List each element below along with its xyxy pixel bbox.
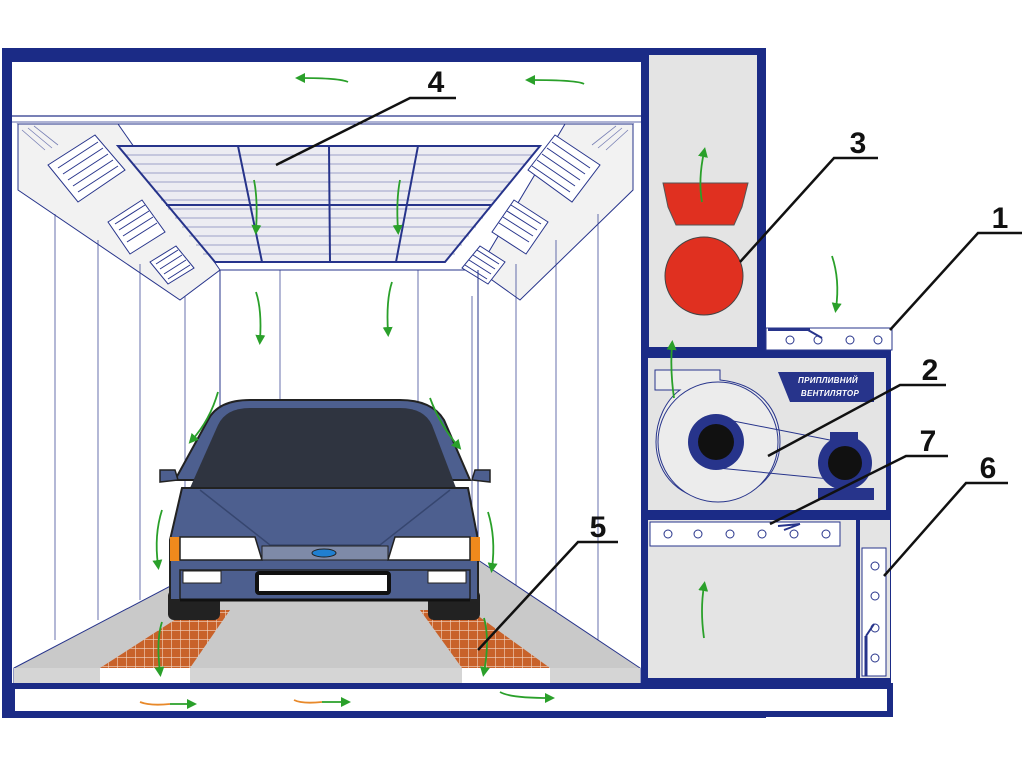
car-badge: [311, 548, 337, 558]
fan-nameplate: ПРИПЛИВНИЙ ВЕНТИЛЯТОР: [778, 372, 874, 402]
car-windshield: [190, 408, 456, 488]
callout-7: 7: [920, 425, 937, 458]
car-indicator-right: [470, 537, 480, 561]
airflow-arrow-icon: [188, 391, 219, 444]
airflow-arrow-icon: [429, 397, 462, 450]
exhaust-channel: [9, 683, 893, 717]
airflow-arrow-icon: [487, 511, 498, 573]
callout-4: 4: [428, 66, 445, 99]
fan-label-line1: ПРИПЛИВНИЙ: [798, 376, 858, 385]
airflow-arrow-icon: [499, 691, 555, 703]
airflow-arrow-icon: [382, 281, 393, 337]
fan-icon: [654, 369, 781, 503]
recirculation-valve: [649, 521, 841, 547]
floor-grate-left: [100, 610, 230, 668]
drive-belt: [717, 467, 841, 481]
drive-belt: [717, 417, 841, 443]
floor-grate-right: [420, 610, 550, 668]
airflow-arrows: [152, 73, 842, 703]
burner-icon: [662, 182, 749, 226]
intake-filter: [765, 327, 893, 351]
car-mirror-right: [471, 469, 491, 483]
car-license-plate: [255, 571, 391, 595]
car-headlight-left: [179, 536, 264, 561]
callout-5: 5: [590, 511, 607, 544]
heat-exchanger: [664, 236, 744, 316]
airflow-arrow-icon: [666, 340, 677, 399]
callout-leaders: [275, 96, 1022, 651]
car-headlight-right: [386, 536, 471, 561]
callout-3: 3: [850, 127, 867, 160]
airflow-arrow-icon: [255, 291, 266, 345]
right-light-panel: [461, 123, 634, 301]
airflow-arrow-icon: [295, 73, 349, 84]
airflow-arrow-icon: [152, 509, 163, 570]
car: [159, 399, 491, 620]
warm-airflow-arrows: [139, 697, 351, 709]
fan-label-line2: ВЕНТИЛЯТОР: [801, 389, 860, 398]
motor-icon: [818, 432, 874, 500]
airflow-arrow-icon: [154, 621, 165, 677]
airflow-arrow-icon: [698, 147, 708, 203]
airflow-arrow-icon: [480, 617, 490, 677]
callout-6: 6: [980, 452, 997, 485]
car-foglight-left: [182, 570, 222, 584]
callout-2: 2: [922, 354, 939, 387]
airflow-arrow-icon: [525, 75, 585, 86]
airflow-arrow-icon: [251, 179, 262, 235]
floor-front-gap: [100, 668, 190, 686]
airflow-arrow-icon: [392, 179, 403, 235]
ceiling-filter-grid: [115, 145, 543, 263]
exhaust-damper: [861, 547, 887, 677]
car-indicator-left: [170, 537, 180, 561]
left-light-panel: [17, 123, 221, 301]
airflow-arrow-icon: [831, 255, 842, 313]
car-mirror-left: [159, 469, 179, 483]
callout-1: 1: [992, 202, 1009, 235]
airflow-arrow-icon: [698, 581, 709, 639]
car-foglight-right: [427, 570, 467, 584]
